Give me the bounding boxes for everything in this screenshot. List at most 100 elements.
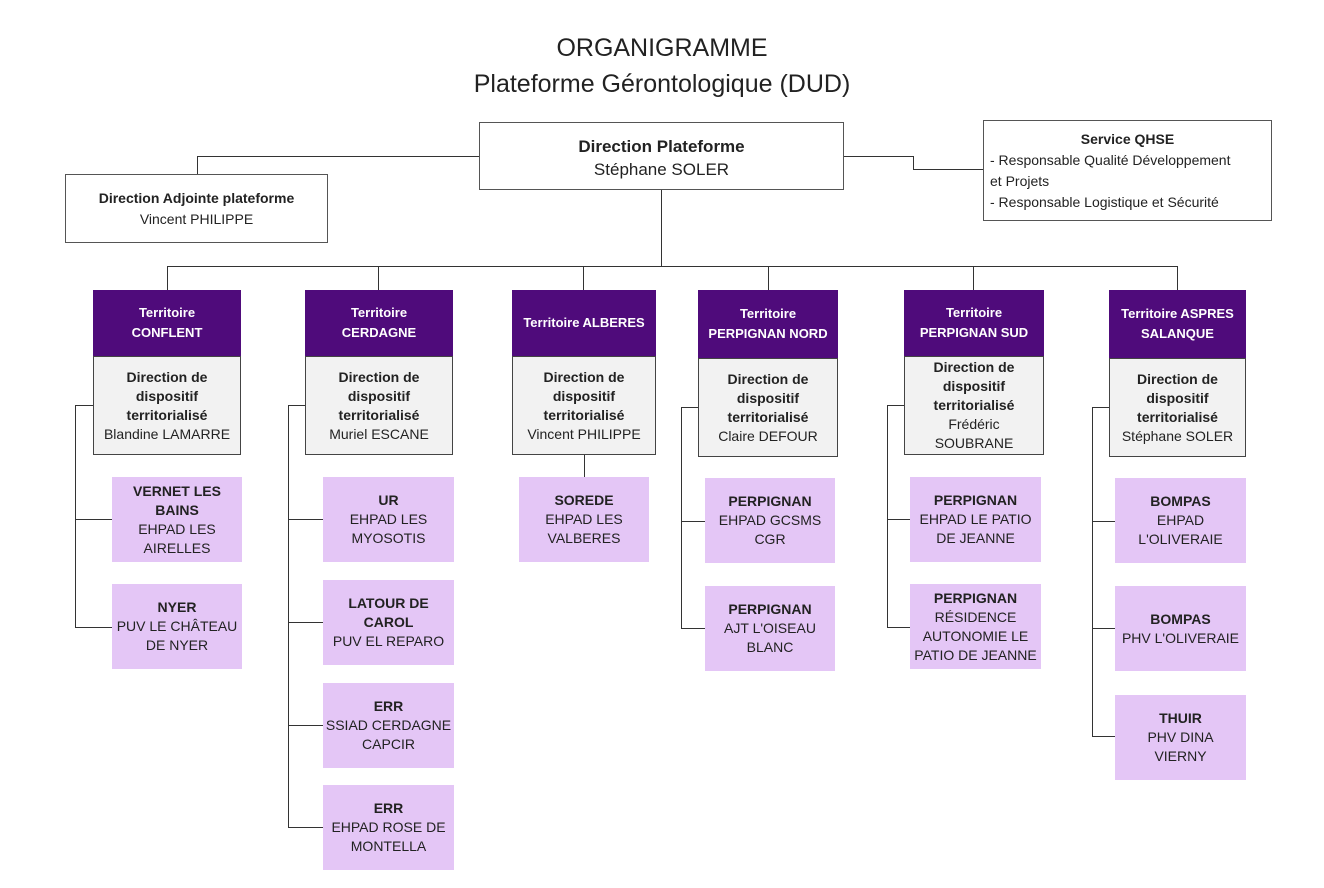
unit-title: CAROL (363, 614, 414, 630)
unit-desc: CAPCIR (362, 736, 415, 752)
dir-line: territorialisé (126, 406, 208, 423)
dir-line: Direction de (1137, 370, 1218, 387)
unit-desc: EHPAD LES (138, 520, 216, 537)
connector (887, 405, 888, 628)
unit-ur: UR EHPAD LES MYOSOTIS (323, 477, 454, 562)
unit-nyer: NYER PUV LE CHÂTEAU DE NYER (112, 584, 242, 669)
territory-header-conflent: Territoire CONFLENT (93, 290, 241, 356)
connector (1177, 266, 1178, 290)
adjointe-name: Vincent PHILIPPE (139, 211, 254, 227)
unit-desc: DE NYER (145, 637, 209, 653)
chart-title: ORGANIGRAMME Plateforme Gérontologique (… (0, 30, 1324, 102)
territory-head-line: SALANQUE (1141, 326, 1214, 341)
unit-desc: VALBERES (547, 530, 621, 546)
dir-name: Vincent PHILIPPE (527, 425, 641, 442)
unit-title: LATOUR DE (348, 595, 429, 611)
dir-line: territorialisé (338, 406, 420, 423)
unit-desc: EHPAD ROSE DE (331, 819, 446, 835)
connector (768, 266, 769, 290)
dir-name: Frédéric (948, 416, 1000, 432)
unit-desc: EHPAD LES (349, 511, 428, 527)
dir-line: dispositif (736, 389, 800, 406)
connector (661, 190, 662, 266)
unit-desc: PUV EL REPARO (332, 633, 445, 649)
qhse-title: Service QHSE (1080, 131, 1175, 147)
unit-title: ERR (373, 698, 404, 714)
unit-vernet-les-bains: VERNET LES BAINS EHPAD LES AIRELLES (112, 477, 242, 562)
connector (681, 407, 698, 408)
service-qhse-box: Service QHSE - Responsable Qualité Dével… (983, 120, 1272, 221)
dir-name: Claire DEFOUR (718, 427, 818, 444)
unit-perpignan-ajt: PERPIGNAN AJT L'OISEAU BLANC (705, 586, 835, 671)
unit-desc: PHV DINA (1147, 729, 1214, 745)
dir-name: Blandine LAMARRE (103, 425, 231, 442)
unit-desc: EHPAD (1156, 512, 1205, 528)
territory-header-perpignan-sud: Territoire PERPIGNAN SUD (904, 290, 1044, 356)
unit-title: UR (378, 492, 399, 508)
connector (681, 521, 705, 522)
direction-adjointe-box: Direction Adjointe plateforme Vincent PH… (65, 174, 328, 243)
direction-title: Direction Plateforme (578, 137, 745, 156)
connector (913, 169, 983, 170)
unit-latour-de-carol: LATOUR DE CAROL PUV EL REPARO (323, 580, 454, 665)
territory-head-line: Territoire (350, 305, 408, 320)
dir-line: territorialisé (727, 408, 809, 425)
connector (887, 519, 910, 520)
connector (75, 405, 93, 406)
connector (288, 405, 289, 828)
unit-desc: VIERNY (1154, 748, 1207, 764)
territory-head-line: PERPIGNAN SUD (919, 325, 1029, 340)
connector (75, 627, 112, 628)
direction-dispositif-alberes: Direction de dispositif territorialisé V… (512, 356, 656, 455)
unit-desc: AIRELLES (143, 539, 211, 556)
dir-line: Direction de (727, 370, 809, 387)
qhse-item: et Projets (990, 173, 1050, 189)
connector (167, 266, 1177, 267)
connector (887, 627, 910, 628)
qhse-item: - Responsable Qualité Développement (990, 152, 1231, 168)
territory-head-line: Territoire ALBERES (523, 315, 645, 330)
territory-head-line: Territoire (138, 305, 196, 320)
unit-desc: PUV LE CHÂTEAU (116, 618, 238, 634)
unit-desc: EHPAD GCSMS (718, 512, 822, 528)
connector (1092, 521, 1115, 522)
dir-line: Direction de (933, 359, 1015, 375)
direction-dispositif-aspres-salanque: Direction de dispositif territorialisé S… (1109, 358, 1246, 457)
connector (288, 827, 323, 828)
unit-title: PERPIGNAN (728, 601, 812, 617)
direction-dispositif-conflent: Direction de dispositif territorialisé B… (93, 356, 241, 455)
adjointe-title: Direction Adjointe plateforme (98, 190, 295, 206)
unit-title: PERPIGNAN (728, 493, 812, 509)
connector (843, 156, 913, 157)
unit-bompas-ehpad: BOMPAS EHPAD L'OLIVERAIE (1115, 478, 1246, 563)
connector (378, 266, 379, 290)
title-line-2: Plateforme Gérontologique (DUD) (473, 70, 851, 98)
unit-err-ehpad: ERR EHPAD ROSE DE MONTELLA (323, 785, 454, 870)
dir-name: SOUBRANE (934, 435, 1014, 451)
unit-title: ERR (373, 800, 404, 816)
dir-line: dispositif (552, 387, 616, 404)
unit-title: BAINS (155, 501, 199, 518)
unit-title: THUIR (1159, 710, 1202, 726)
dir-line: territorialisé (933, 397, 1015, 413)
unit-desc: BLANC (746, 639, 794, 655)
connector (584, 455, 585, 477)
connector (681, 407, 682, 629)
dir-name: Muriel ESCANE (329, 425, 429, 442)
dir-name: Stéphane SOLER (1121, 427, 1234, 444)
direction-name: Stéphane SOLER (593, 160, 730, 179)
unit-title: BOMPAS (1150, 493, 1211, 509)
unit-title: BOMPAS (1150, 610, 1211, 627)
unit-desc: AUTONOMIE LE (922, 627, 1029, 644)
territory-head-line: CERDAGNE (341, 325, 417, 340)
unit-perpignan-patio: PERPIGNAN EHPAD LE PATIO DE JEANNE (910, 477, 1041, 562)
qhse-item: - Responsable Logistique et Sécurité (990, 194, 1219, 210)
connector (1092, 407, 1109, 408)
connector (973, 266, 974, 290)
dir-line: territorialisé (1137, 408, 1218, 425)
dir-line: dispositif (135, 387, 199, 404)
direction-plateforme-box: Direction Plateforme Stéphane SOLER (479, 122, 844, 190)
connector (887, 405, 904, 406)
unit-title: VERNET LES (133, 482, 221, 499)
territory-header-perpignan-nord: Territoire PERPIGNAN NORD (698, 290, 838, 358)
